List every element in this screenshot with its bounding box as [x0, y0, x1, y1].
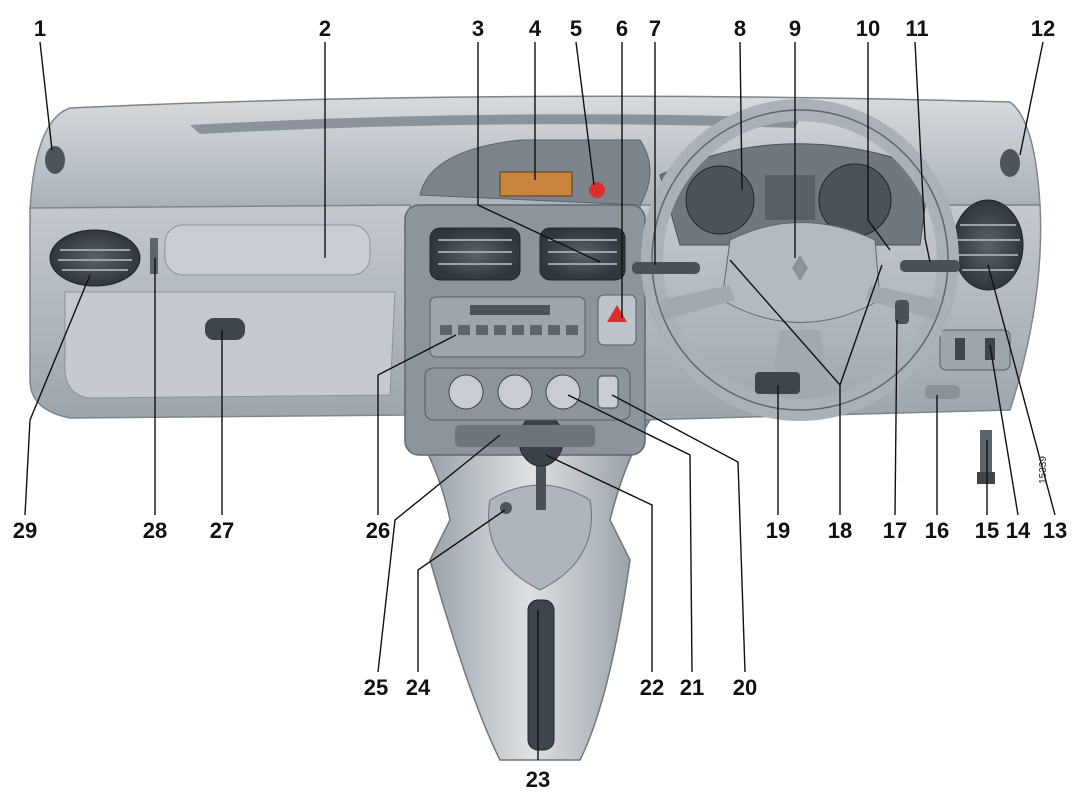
pedal-stem	[980, 430, 992, 475]
callout-6: 6	[616, 16, 628, 41]
storage-tray	[455, 425, 595, 447]
heater-dial-left	[448, 374, 484, 410]
right-demister-vent	[1000, 149, 1020, 177]
callout-24: 24	[406, 675, 431, 700]
glovebox-lid	[64, 291, 396, 399]
vent-slats	[438, 239, 617, 265]
radio-cassette-slot	[470, 305, 550, 315]
figure-reference: 15339	[1038, 456, 1049, 484]
callout-17: 17	[883, 518, 907, 543]
logo-icon	[792, 255, 808, 281]
tachometer	[685, 165, 755, 235]
ignition	[895, 300, 909, 324]
callout-3: 3	[472, 16, 484, 41]
driver-vent-slats	[956, 224, 1020, 271]
radio-unit	[429, 296, 586, 358]
handbrake-lever	[527, 599, 555, 751]
callout-27: 27	[210, 518, 234, 543]
cluster-center-display	[765, 175, 815, 220]
passenger-airbag-panel	[164, 224, 371, 276]
leader-lines	[24, 41, 1056, 760]
pedal	[977, 472, 995, 484]
callout-9: 9	[789, 16, 801, 41]
callout-11: 11	[905, 16, 928, 41]
steering-wheel	[632, 99, 960, 421]
left-stalk	[632, 262, 700, 274]
heater-switch	[597, 375, 619, 409]
driver-side-vent	[952, 199, 1024, 291]
bonnet-release	[925, 385, 960, 399]
callout-5: 5	[570, 16, 582, 41]
callout-2: 2	[319, 16, 331, 41]
heater-dial-middle	[497, 374, 533, 410]
clock-display	[499, 171, 573, 197]
callout-28: 28	[143, 518, 167, 543]
callout-18: 18	[828, 518, 852, 543]
switch-panel	[939, 329, 1011, 371]
callout-1: 1	[34, 16, 46, 41]
heater-controls	[424, 367, 631, 421]
callout-21: 21	[680, 675, 704, 700]
radio-buttons	[440, 325, 578, 335]
passenger-side	[45, 146, 396, 399]
passenger-side-vent	[49, 229, 141, 287]
callout-22: 22	[640, 675, 664, 700]
callout-numbers: 1 2 3 4 5 6 7 8 9 10 11 12 13 14 15 16 1…	[13, 16, 1067, 792]
warning-light	[589, 182, 605, 198]
callout-25: 25	[364, 675, 388, 700]
callout-26: 26	[366, 518, 390, 543]
callout-4: 4	[529, 16, 542, 41]
callout-15: 15	[975, 518, 999, 543]
right-stalk	[900, 260, 960, 272]
glovebox-handle	[205, 318, 245, 340]
callout-12: 12	[1031, 16, 1055, 41]
callout-13: 13	[1043, 518, 1067, 543]
callout-16: 16	[925, 518, 949, 543]
left-demister-vent	[45, 146, 65, 174]
callout-8: 8	[734, 16, 746, 41]
callout-10: 10	[856, 16, 880, 41]
callout-23: 23	[526, 767, 550, 792]
callout-19: 19	[766, 518, 790, 543]
switch-1	[955, 338, 965, 360]
steering-adjust-lever	[755, 372, 800, 394]
passenger-vent-slats	[58, 249, 132, 271]
callout-7: 7	[649, 16, 661, 41]
steering-spoke-left	[660, 285, 735, 320]
callout-20: 20	[733, 675, 757, 700]
windscreen-slot	[190, 114, 800, 134]
gear-lever-shaft	[536, 440, 546, 510]
callout-29: 29	[13, 518, 37, 543]
centre-vent-left	[429, 227, 521, 281]
callout-14: 14	[1006, 518, 1031, 543]
heater-dial-right	[545, 374, 581, 410]
passenger-vent-control	[150, 238, 158, 274]
